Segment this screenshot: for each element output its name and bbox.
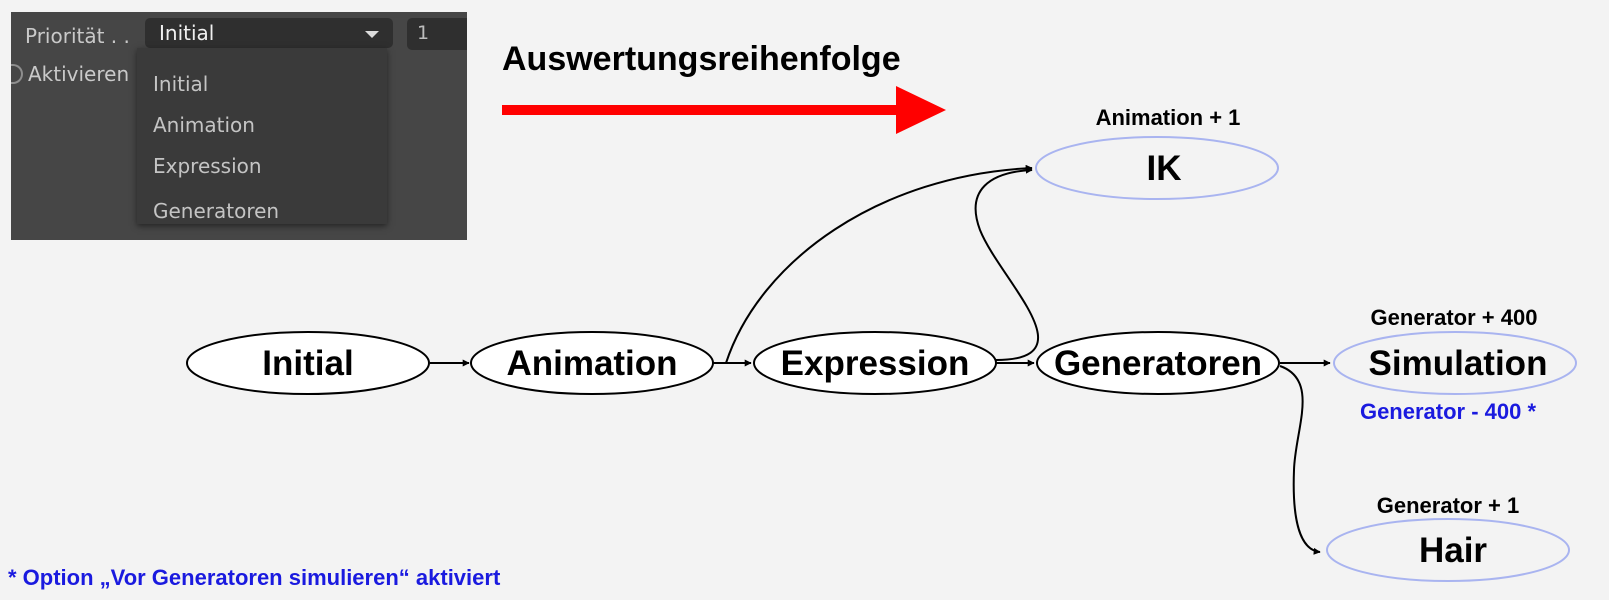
- menu-item-expression[interactable]: Expression: [153, 154, 262, 178]
- ik-priority-annotation: Animation + 1: [1096, 105, 1241, 130]
- node-initial-label: Initial: [262, 344, 353, 383]
- priority-select[interactable]: Initial: [145, 18, 393, 48]
- direction-arrow: [502, 86, 946, 134]
- node-ik-label: IK: [1147, 149, 1182, 188]
- priority-panel: Priorität . . Initial 1 Aktivieren Initi…: [11, 12, 467, 240]
- simulation-alt-priority-annotation: Generator - 400 *: [1360, 399, 1537, 424]
- node-animation: Animation: [470, 331, 714, 395]
- node-simulation-label: Simulation: [1369, 344, 1548, 383]
- simulation-priority-annotation: Generator + 400: [1371, 305, 1538, 330]
- activate-option[interactable]: Aktivieren: [11, 62, 129, 86]
- edge-generatoren-hair: [1279, 365, 1321, 555]
- edge-expression-ik: [974, 166, 1039, 361]
- priority-number-value: 1: [417, 22, 430, 44]
- priority-selected-value: Initial: [159, 21, 215, 45]
- footnote: * Option „Vor Generatoren simulieren“ ak…: [8, 565, 501, 590]
- node-hair-label: Hair: [1419, 531, 1487, 570]
- node-expression-label: Expression: [781, 344, 970, 383]
- node-initial: Initial: [186, 331, 430, 395]
- node-ik: IK: [1035, 136, 1279, 200]
- chevron-down-icon: [365, 31, 379, 38]
- priority-dropdown-menu: Initial Animation Expression Generatoren: [137, 48, 387, 224]
- hair-priority-annotation: Generator + 1: [1377, 493, 1519, 518]
- evaluation-order-title: Auswertungsreihenfolge: [502, 40, 901, 78]
- priority-number-field[interactable]: 1: [407, 18, 467, 50]
- priority-label: Priorität . .: [25, 24, 130, 48]
- activate-label: Aktivieren: [28, 62, 130, 86]
- radio-icon[interactable]: [11, 64, 23, 84]
- node-simulation: Simulation: [1333, 331, 1577, 395]
- menu-item-animation[interactable]: Animation: [153, 113, 255, 137]
- node-hair: Hair: [1326, 518, 1570, 582]
- menu-item-generatoren[interactable]: Generatoren: [153, 199, 280, 223]
- menu-item-initial[interactable]: Initial: [153, 72, 209, 96]
- node-generatoren-label: Generatoren: [1054, 344, 1262, 383]
- node-animation-label: Animation: [506, 344, 677, 383]
- node-expression: Expression: [753, 331, 997, 395]
- edge-animation-ik: [725, 164, 1033, 364]
- node-generatoren: Generatoren: [1036, 331, 1280, 395]
